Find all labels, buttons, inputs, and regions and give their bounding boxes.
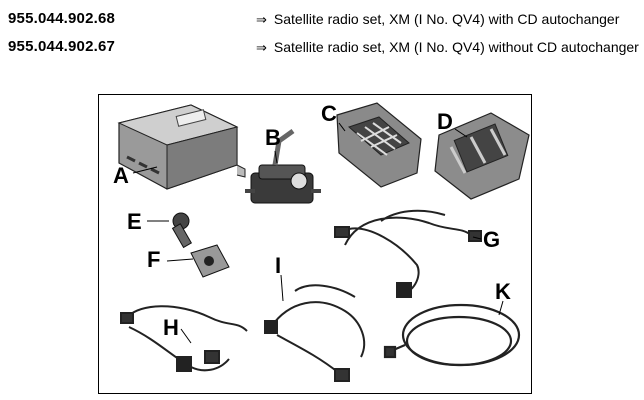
item-description: ⇒ Satellite radio set, XM (I No. QV4) wi…	[256, 39, 639, 56]
description-text: Satellite radio set, XM (I No. QV4) with…	[273, 39, 639, 55]
part-i-harness	[264, 284, 366, 382]
part-number: 955.044.902.67	[8, 38, 116, 55]
label-f: F	[147, 247, 160, 272]
part-g-harness	[334, 209, 482, 298]
part-e-screw	[171, 212, 193, 249]
arrow-right-icon: ⇒	[256, 40, 267, 55]
parts-figure: A B C D E F G H I K	[98, 94, 532, 394]
label-leaders	[132, 122, 504, 344]
item-row-1: 955.044.902.68 ⇒ Satellite radio set, XM…	[8, 10, 636, 32]
part-c-bracket	[336, 102, 422, 188]
label-a: A	[113, 163, 129, 188]
part-number: 955.044.902.68	[8, 10, 116, 27]
parts-illustration: A B C D E F G H I K	[113, 101, 530, 382]
description-text: Satellite radio set, XM (I No. QV4) with…	[273, 11, 620, 27]
part-b-antenna	[245, 128, 321, 204]
arrow-right-icon: ⇒	[256, 12, 267, 27]
item-row-2: 955.044.902.67 ⇒ Satellite radio set, XM…	[8, 38, 639, 60]
label-c: C	[321, 101, 337, 126]
label-i: I	[275, 253, 281, 278]
label-b: B	[265, 125, 281, 150]
label-g: G	[483, 227, 500, 252]
part-f-clip	[190, 244, 230, 278]
label-e: E	[127, 209, 142, 234]
part-a-control-unit	[117, 104, 246, 190]
part-k-cable	[383, 303, 521, 367]
label-h: H	[163, 315, 179, 340]
part-d-holder	[434, 112, 530, 200]
label-d: D	[437, 109, 453, 134]
label-k: K	[495, 279, 511, 304]
part-h-harness	[120, 305, 248, 372]
item-description: ⇒ Satellite radio set, XM (I No. QV4) wi…	[256, 11, 619, 28]
